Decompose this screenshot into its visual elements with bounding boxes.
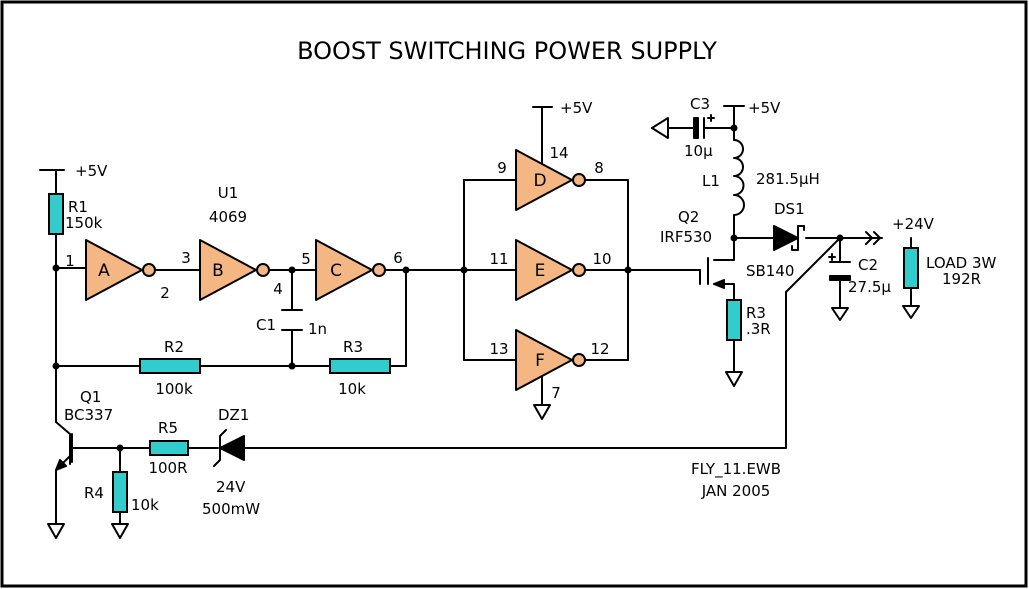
output-label: +24V [892, 215, 935, 233]
analog-ground-icon [651, 117, 669, 139]
r4-ref: R4 [84, 484, 104, 502]
inductor-l1: L1 281.5μH [702, 139, 820, 216]
gate-e: E 11 10 [489, 239, 612, 301]
r2-value: 100k [155, 380, 193, 398]
mosfet-q2: Q2 IRF530 [660, 208, 725, 289]
junctions [52, 124, 844, 452]
load-value: 192R [942, 270, 981, 288]
gate-c-pin-out: 6 [393, 249, 403, 267]
r3b-ref: R3 [746, 304, 766, 322]
c2-ref: C2 [858, 256, 878, 274]
gate-f-pin-gnd: 7 [551, 384, 561, 402]
ground-icon [831, 307, 849, 321]
resistor-r5: R5 100R [148, 419, 189, 477]
r5-value: 100R [148, 459, 187, 477]
gate-c-pin-in: 5 [301, 250, 311, 268]
supply-labels: +5V +5V +5V +24V [75, 99, 935, 233]
capacitor-c2: C2 27.5μ [828, 253, 891, 296]
dz1-voltage: 24V [216, 478, 246, 496]
diagram-title: BOOST SWITCHING POWER SUPPLY [297, 37, 717, 65]
gate-b-label: B [212, 261, 224, 281]
c1-value: 1n [308, 320, 327, 338]
c3-value: 10μ [684, 142, 713, 160]
resistor-r2: R2 100k [139, 338, 201, 398]
gate-e-label: E [535, 261, 546, 281]
bjt-q1: Q1 BC337 [55, 388, 113, 471]
q1-part: BC337 [64, 406, 113, 424]
zener-diode-dz1: DZ1 24V 500mW [202, 406, 260, 518]
gate-d: D 9 8 14 [497, 144, 604, 211]
capacitor-c3: C3 10μ [684, 95, 715, 160]
ground-icons [47, 305, 920, 539]
file-date: JAN 2005 [701, 482, 771, 500]
gate-f-pin-out: 12 [590, 340, 609, 358]
load-label: LOAD 3W [926, 254, 996, 272]
gate-f: F 13 12 7 [489, 329, 610, 402]
capacitor-c1: C1 1n [256, 309, 327, 338]
r3a-value: 10k [338, 380, 366, 398]
load-resistor: LOAD 3W 192R [903, 247, 996, 289]
c3-ref: C3 [690, 95, 710, 113]
r1-value: 150k [65, 214, 103, 232]
vcc-label-inductor: +5V [748, 99, 781, 117]
l1-ref: L1 [702, 172, 720, 190]
gate-d-pin-in: 9 [497, 159, 507, 177]
output-arrow-icon [865, 231, 881, 245]
gate-e-pin-out: 10 [592, 250, 611, 268]
gate-a: A 1 2 [65, 239, 170, 302]
gate-a-pin-in: 1 [65, 252, 75, 270]
c2-value: 27.5μ [848, 278, 891, 296]
gate-c: C 5 6 [301, 239, 403, 301]
ground-icon [47, 523, 65, 539]
wires [39, 105, 912, 525]
gate-d-pin-out: 8 [594, 159, 604, 177]
resistor-r4: R4 10k [84, 471, 159, 514]
vcc-label-gate: +5V [560, 99, 593, 117]
gate-d-label: D [533, 171, 546, 191]
ground-icon [725, 371, 743, 387]
resistor-r3-sense: R3 .3R [726, 299, 771, 341]
gate-d-pin-vcc: 14 [549, 144, 568, 162]
gate-a-label: A [98, 261, 110, 281]
ic-ref: U1 [218, 184, 239, 202]
gate-a-pin-out: 2 [160, 284, 170, 302]
r2-ref: R2 [164, 338, 184, 356]
q2-ref: Q2 [678, 208, 699, 226]
ic-part: 4069 [209, 208, 247, 226]
dz1-ref: DZ1 [218, 406, 249, 424]
ground-icon [533, 404, 551, 420]
ground-icon [902, 305, 920, 319]
l1-value: 281.5μH [756, 170, 820, 188]
file-name: FLY_11.EWB [691, 460, 781, 479]
q2-part: IRF530 [660, 228, 712, 246]
r3a-ref: R3 [343, 338, 363, 356]
gate-c-label: C [330, 261, 342, 281]
dz1-power: 500mW [202, 500, 260, 518]
schottky-diode-ds1: DS1 SB140 [746, 200, 805, 280]
q1-ref: Q1 [80, 388, 101, 406]
ds1-part: SB140 [746, 262, 794, 280]
gate-f-pin-in: 13 [489, 340, 508, 358]
resistor-r3-timing: R3 10k [329, 338, 391, 398]
gate-b-pin-out: 4 [273, 280, 283, 298]
vcc-label-r1: +5V [75, 162, 108, 180]
resistor-r1: R1 150k [48, 193, 103, 235]
gate-b-pin-in: 3 [181, 249, 191, 267]
gate-f-label: F [535, 351, 545, 371]
ds1-ref: DS1 [774, 200, 805, 218]
r3b-value: .3R [746, 320, 771, 338]
gate-e-pin-in: 11 [489, 250, 508, 268]
r5-ref: R5 [158, 419, 178, 437]
c1-ref: C1 [256, 316, 276, 334]
r1-ref: R1 [68, 198, 88, 216]
ground-icon [111, 523, 129, 539]
r4-value: 10k [131, 496, 159, 514]
gate-b: B 3 4 [181, 239, 283, 301]
